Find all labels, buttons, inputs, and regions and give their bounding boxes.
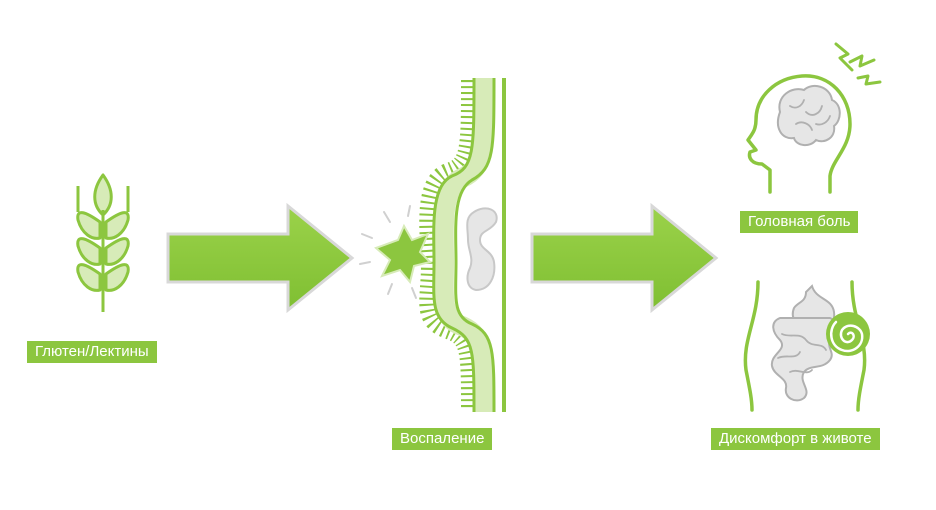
irritation-burst-icon — [359, 205, 432, 299]
lightning-icon — [834, 42, 882, 86]
torso-digestive-icon — [743, 280, 867, 412]
intestinal-wall-icon — [419, 77, 506, 413]
arrow-right-1 — [166, 202, 355, 314]
label-headache: Головная боль — [740, 211, 859, 233]
label-gluten-lectins: Глютен/Лектины — [27, 341, 157, 363]
arrow-right-2 — [530, 202, 719, 314]
label-abdominal-discomfort: Дискомфорт в животе — [711, 428, 880, 450]
wheat-icon — [76, 173, 130, 312]
head-brain-icon — [746, 74, 852, 194]
label-inflammation: Воспаление — [392, 428, 493, 450]
pain-swirl-icon — [826, 312, 870, 356]
